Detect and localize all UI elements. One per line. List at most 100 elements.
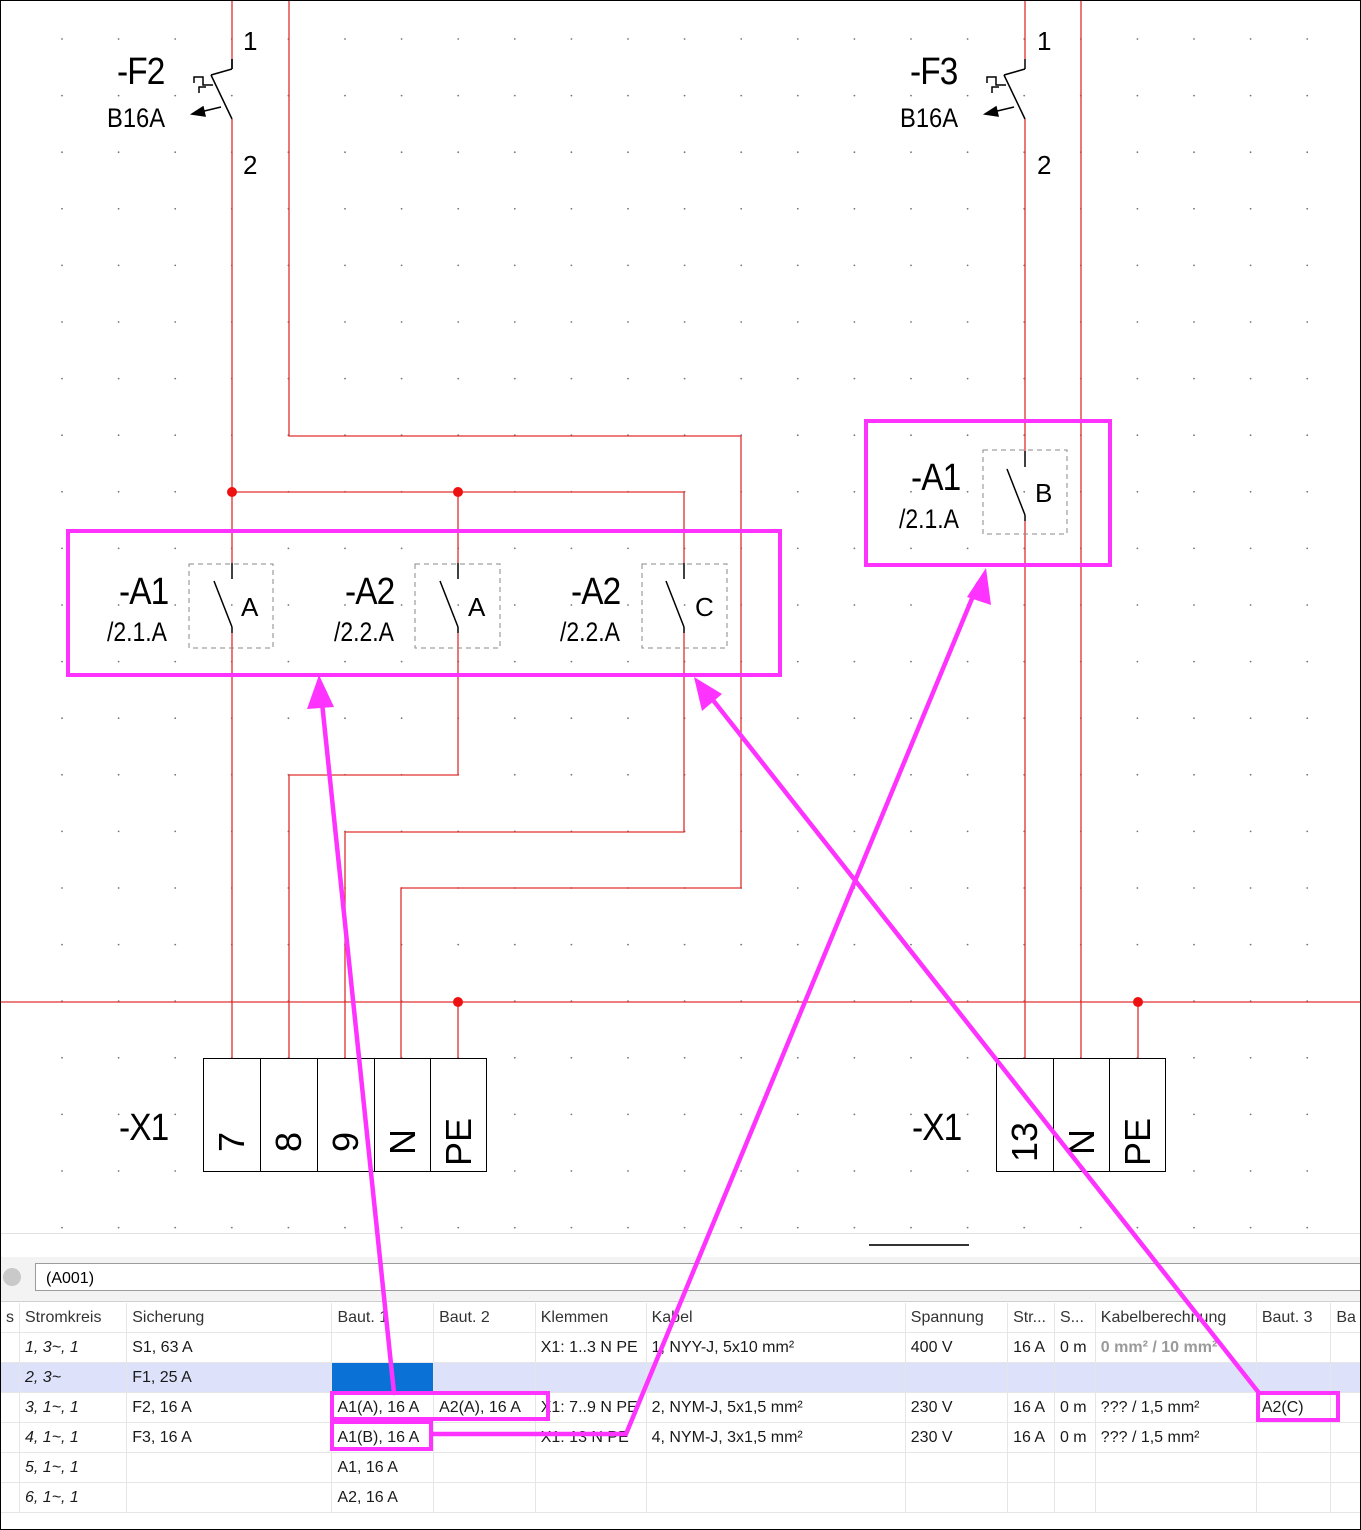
table-cell[interactable] xyxy=(646,1482,906,1513)
terminal-7[interactable]: 7 xyxy=(203,1058,261,1172)
table-cell[interactable] xyxy=(1256,1422,1332,1453)
table-cell[interactable]: ??? / 1,5 mm² xyxy=(1095,1392,1257,1423)
table-cell[interactable]: 5, 1~, 1 xyxy=(19,1452,128,1483)
table-cell[interactable] xyxy=(1,1362,20,1393)
column-header[interactable]: S... xyxy=(1054,1303,1096,1333)
table-cell[interactable] xyxy=(1095,1452,1257,1483)
table-cell[interactable] xyxy=(433,1422,536,1453)
terminal-13[interactable]: 13 xyxy=(996,1058,1054,1172)
table-cell[interactable] xyxy=(1330,1482,1360,1513)
table-cell[interactable] xyxy=(433,1452,536,1483)
table-cell[interactable] xyxy=(1007,1452,1055,1483)
column-header[interactable]: Klemmen xyxy=(535,1303,647,1333)
terminal-n[interactable]: N xyxy=(374,1058,431,1172)
table-row[interactable]: 5, 1~, 1 A1, 16 A xyxy=(1,1452,1360,1483)
table-cell[interactable] xyxy=(1256,1362,1332,1393)
terminal-pe[interactable]: PE xyxy=(430,1058,487,1172)
table-cell[interactable] xyxy=(1330,1452,1360,1483)
table-cell[interactable]: 1, 3~, 1 xyxy=(19,1332,128,1363)
table-cell[interactable] xyxy=(905,1482,1009,1513)
table-cell[interactable] xyxy=(433,1482,536,1513)
table-cell[interactable]: 0 m xyxy=(1054,1392,1096,1423)
table-cell[interactable]: S1, 63 A xyxy=(126,1332,333,1363)
table-cell[interactable] xyxy=(1256,1452,1332,1483)
terminal-8[interactable]: 8 xyxy=(260,1058,318,1172)
table-cell[interactable] xyxy=(331,1332,435,1363)
panel-splitter[interactable] xyxy=(1,1233,1360,1258)
table-cell[interactable]: X1: 1..3 N PE xyxy=(535,1332,647,1363)
table-cell[interactable]: 2, NYM-J, 5x1,5 mm² xyxy=(646,1392,906,1423)
table-cell[interactable] xyxy=(1007,1482,1055,1513)
table-cell[interactable]: 0 m xyxy=(1054,1422,1096,1453)
table-cell[interactable] xyxy=(1,1392,20,1423)
table-cell[interactable] xyxy=(535,1482,647,1513)
column-header[interactable]: Kabel xyxy=(646,1303,906,1333)
table-cell[interactable] xyxy=(1330,1362,1360,1393)
table-row[interactable]: 2, 3~F1, 25 A xyxy=(1,1362,1360,1393)
table-cell[interactable]: A1(A), 16 A xyxy=(331,1392,435,1423)
table-cell[interactable] xyxy=(1054,1482,1096,1513)
table-cell[interactable] xyxy=(126,1482,333,1513)
table-cell[interactable] xyxy=(1095,1362,1257,1393)
table-cell[interactable]: A1(B), 16 A xyxy=(331,1422,435,1453)
column-header[interactable]: Str... xyxy=(1007,1303,1055,1333)
table-cell[interactable] xyxy=(433,1362,536,1393)
table-cell[interactable] xyxy=(1,1452,20,1483)
table-cell[interactable]: 1, NYY-J, 5x10 mm² xyxy=(646,1332,906,1363)
schematic-canvas[interactable]: -F2 B16A 1 2 -F3 B16A 1 2 -A1 /2.1.A A -… xyxy=(1,1,1360,1233)
table-cell[interactable]: 0 mm² / 10 mm² xyxy=(1095,1332,1257,1363)
table-cell[interactable] xyxy=(905,1362,1009,1393)
table-cell[interactable] xyxy=(126,1452,333,1483)
column-header[interactable]: Stromkreis xyxy=(19,1303,128,1333)
column-header[interactable]: s xyxy=(1,1303,20,1333)
table-cell[interactable] xyxy=(1,1332,20,1363)
column-header[interactable]: Kabelberechnung xyxy=(1095,1303,1257,1333)
column-header[interactable]: Sicherung xyxy=(126,1303,333,1333)
table-cell[interactable] xyxy=(331,1362,435,1393)
table-cell[interactable]: A1, 16 A xyxy=(331,1452,435,1483)
terminal-n[interactable]: N xyxy=(1053,1058,1110,1172)
table-cell[interactable]: A2, 16 A xyxy=(331,1482,435,1513)
table-cell[interactable]: 230 V xyxy=(905,1422,1009,1453)
table-cell[interactable] xyxy=(1007,1362,1055,1393)
table-cell[interactable] xyxy=(1330,1392,1360,1423)
column-header[interactable]: Baut. 3 xyxy=(1256,1303,1332,1333)
path-field[interactable]: (A001) xyxy=(35,1263,1360,1291)
terminal-pe[interactable]: PE xyxy=(1109,1058,1166,1172)
table-cell[interactable]: 16 A xyxy=(1007,1422,1055,1453)
table-cell[interactable]: 16 A xyxy=(1007,1332,1055,1363)
table-cell[interactable] xyxy=(646,1452,906,1483)
table-cell[interactable]: 400 V xyxy=(905,1332,1009,1363)
table-cell[interactable]: A2(A), 16 A xyxy=(433,1392,536,1423)
table-cell[interactable]: X1: 7..9 N PE xyxy=(535,1392,647,1423)
table-cell[interactable] xyxy=(1330,1422,1360,1453)
table-cell[interactable] xyxy=(905,1452,1009,1483)
table-cell[interactable]: 4, 1~, 1 xyxy=(19,1422,128,1453)
table-cell[interactable]: X1: 13 N PE xyxy=(535,1422,647,1453)
column-header[interactable]: Baut. 2 xyxy=(433,1303,536,1333)
table-cell[interactable] xyxy=(1054,1452,1096,1483)
table-cell[interactable] xyxy=(1095,1482,1257,1513)
table-cell[interactable]: 3, 1~, 1 xyxy=(19,1392,128,1423)
table-cell[interactable] xyxy=(1054,1362,1096,1393)
table-cell[interactable]: 230 V xyxy=(905,1392,1009,1423)
table-cell[interactable]: 2, 3~ xyxy=(19,1362,128,1393)
table-cell[interactable] xyxy=(535,1362,647,1393)
terminal-9[interactable]: 9 xyxy=(317,1058,375,1172)
table-cell[interactable] xyxy=(1,1482,20,1513)
table-cell[interactable]: 0 m xyxy=(1054,1332,1096,1363)
table-cell[interactable] xyxy=(1,1422,20,1453)
filter-icon[interactable] xyxy=(3,1268,21,1286)
table-cell[interactable]: F2, 16 A xyxy=(126,1392,333,1423)
column-header[interactable]: Spannung xyxy=(905,1303,1009,1333)
table-cell[interactable] xyxy=(1256,1332,1332,1363)
table-cell[interactable] xyxy=(1330,1332,1360,1363)
table-cell[interactable] xyxy=(646,1362,906,1393)
table-cell[interactable]: 4, NYM-J, 3x1,5 mm² xyxy=(646,1422,906,1453)
table-cell[interactable] xyxy=(433,1332,536,1363)
column-header[interactable]: Baut. 1 xyxy=(331,1303,435,1333)
table-cell[interactable]: 16 A xyxy=(1007,1392,1055,1423)
